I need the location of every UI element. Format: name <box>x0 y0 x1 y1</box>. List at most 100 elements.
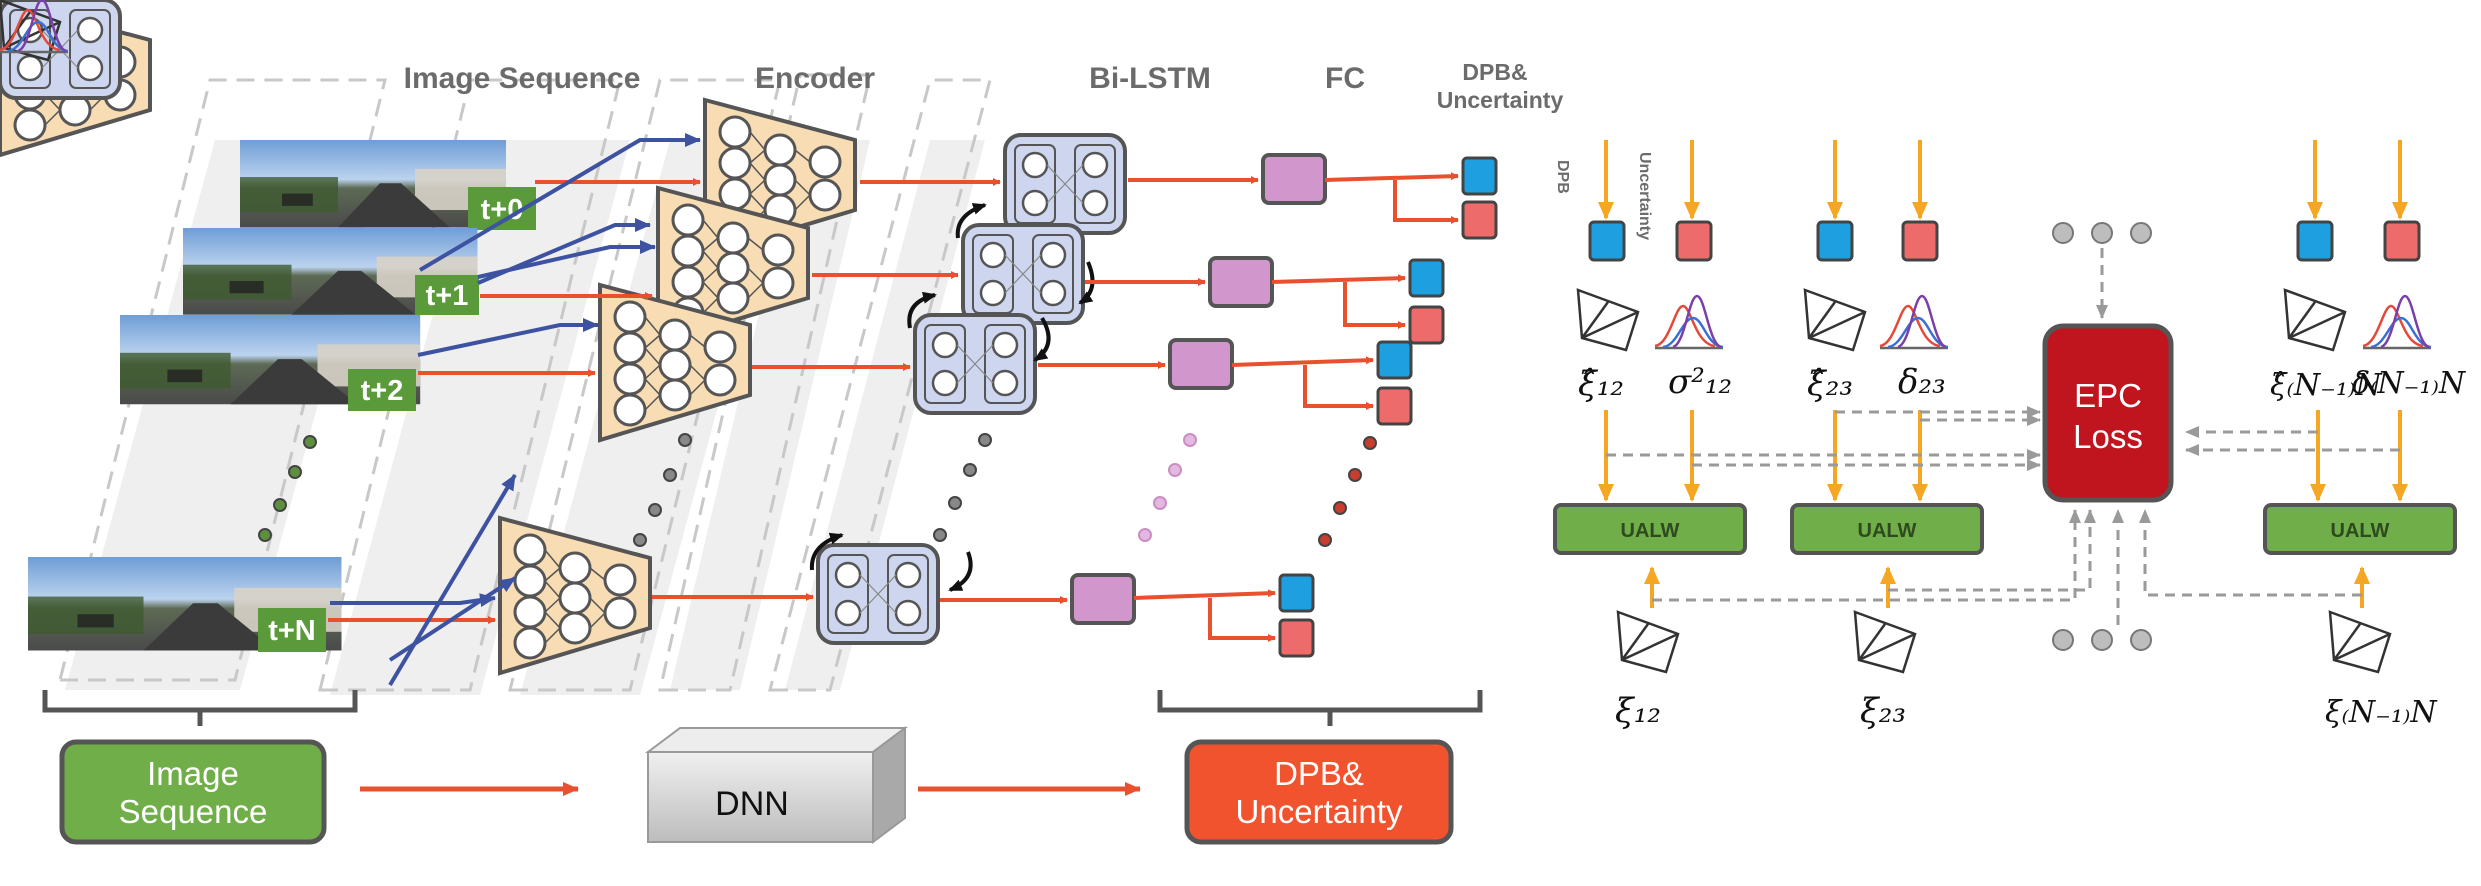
summary-output-line2: Uncertainty <box>1236 793 1403 830</box>
arrow-fc-unc-t0 <box>1393 180 1459 224</box>
frame-tag-t1: t+1 <box>426 280 469 312</box>
dpb-box-col2 <box>1816 220 1854 262</box>
lstm-t0 <box>1003 133 1127 235</box>
pose-icon-col2-pred <box>1803 288 1867 352</box>
unc-box-col3 <box>2383 220 2421 262</box>
frame-t0 <box>240 140 506 228</box>
ualw-label-col2: UALW <box>1858 520 1917 542</box>
pose-icon-col1-pred <box>1576 288 1640 352</box>
summary-output-line1: DPB& <box>1274 755 1364 792</box>
dpb-box-t2 <box>1376 340 1413 380</box>
unc-box-col1 <box>1675 220 1713 262</box>
bidir-arrows <box>809 203 1095 592</box>
arrow-fc-unc-t1 <box>1343 282 1406 329</box>
dash-arrow-col3-gt-epc <box>2139 509 2362 597</box>
ualw-label-col1: UALW <box>1621 520 1680 542</box>
unc-box-t0 <box>1461 200 1498 240</box>
header-encoder: Encoder <box>755 62 875 95</box>
frame-tag-bg <box>348 369 416 411</box>
dnn-block <box>645 726 908 844</box>
arrow-fc-unc-t2 <box>1303 365 1374 410</box>
ualw-box-col2 <box>1790 503 1984 555</box>
blue-arrow-t1c <box>477 218 651 285</box>
ellipsis-encoders <box>633 433 692 547</box>
summary-input-line2: Sequence <box>119 793 268 830</box>
dash-arrow-col1-gt-epc <box>1652 509 2081 602</box>
header-bilstm: Bi-LSTM <box>1089 62 1211 95</box>
lstm-t2 <box>913 313 1037 415</box>
fc-tN <box>1070 573 1136 625</box>
ellipsis-top <box>2052 222 2152 244</box>
brace-input <box>42 690 358 726</box>
label-sigma-12: σ²₁₂ <box>1668 362 1732 402</box>
arrow-fc-dpb-t1 <box>1271 274 1406 284</box>
epc-loss-box <box>2042 323 2174 503</box>
dpb-box-t0 <box>1461 156 1498 196</box>
arrow-fc-dpb-t0 <box>1324 172 1459 182</box>
unc-box-tN <box>1278 618 1315 658</box>
distribution-icon <box>0 0 69 54</box>
unc-box-col2 <box>1901 220 1939 262</box>
ualw-box-col1 <box>1553 503 1747 555</box>
blue-arrow-t2 <box>417 318 599 357</box>
ellipsis-dpb <box>1318 436 1377 547</box>
summary-output-box <box>1184 739 1454 845</box>
pose-icon-col3-pred <box>2283 288 2347 352</box>
dist-icon-col3 <box>2361 294 2433 350</box>
dnn-label: DNN <box>715 785 789 823</box>
blue-arrow-tN-b <box>388 473 517 687</box>
blue-arrow-tN-c <box>388 576 517 662</box>
label-xi-hat-23: ξ̂₂₃ <box>1807 364 1853 404</box>
summary-input-box <box>59 739 327 845</box>
pose-icon-col2-gt <box>1853 610 1917 674</box>
ellipsis-fc <box>1138 433 1197 542</box>
blue-arrow-t1 <box>418 133 701 272</box>
label-xi-12: ξ₁₂ <box>1615 691 1661 731</box>
brace-output <box>1157 690 1483 726</box>
label-uncertainty: Uncertainty <box>1636 152 1653 240</box>
header-fc: FC <box>1325 62 1365 95</box>
dpb-box-t1 <box>1408 258 1445 298</box>
arrow-fc-dpb-t2 <box>1231 356 1374 367</box>
label-xi-N: ξ₍N₋₁₎N <box>2325 695 2438 730</box>
frame-tag-tN: t+N <box>268 615 316 647</box>
dpb-box-col1 <box>1588 220 1626 262</box>
lstm-tN <box>816 543 940 645</box>
ellipsis-bottom <box>2052 629 2152 651</box>
pose-icon-col3-gt <box>2328 610 2392 674</box>
summary-input-line1: Image <box>147 755 239 792</box>
frame-tag-bg <box>415 275 479 315</box>
dpb-box-col3 <box>2296 220 2334 262</box>
arrow-fc-unc-tN <box>1208 598 1276 642</box>
ualw-label-col3: UALW <box>2331 520 2390 542</box>
header-dpb-line1: DPB& <box>1462 59 1527 85</box>
dpb-box-tN <box>1278 573 1315 613</box>
dash-arrow-col2-gt-epc <box>1888 509 2096 592</box>
frame-tag-bg <box>258 608 326 652</box>
label-delta-23: δ₂₃ <box>1898 362 1946 402</box>
unc-box-t1 <box>1408 305 1445 345</box>
label-delta-N: δ₍N₋₁₎N <box>2352 366 2467 401</box>
label-xi-23: ξ₂₃ <box>1860 691 1906 731</box>
label-dpb: DPB <box>1554 160 1571 194</box>
frame-tag-t2: t+2 <box>361 375 404 407</box>
fc-t1 <box>1208 256 1274 308</box>
ellipsis-frames <box>258 435 317 542</box>
header-image-sequence: Image Sequence <box>404 62 641 95</box>
ellipsis-lstm <box>933 433 992 542</box>
label-xi-hat-N: ξ̂₍N₋₁₎N <box>2270 368 2383 403</box>
arrow-fc-dpb-tN <box>1133 589 1276 600</box>
epc-loss-line2: Loss <box>2073 418 2143 455</box>
dist-icon-col2 <box>1878 294 1950 350</box>
lstm-t1 <box>961 223 1085 325</box>
label-xi-hat-12: ξ̂₁₂ <box>1578 364 1624 404</box>
blue-arrow-t1b <box>477 240 656 279</box>
fc-t0 <box>1261 153 1327 205</box>
epc-loss-line1: EPC <box>2074 377 2142 414</box>
header-dpb-line2: Uncertainty <box>1437 87 1564 113</box>
ualw-box-col3 <box>2263 503 2457 555</box>
unc-box-t2 <box>1376 386 1413 426</box>
pose-icon-col1-gt <box>1616 610 1680 674</box>
fc-t2 <box>1168 338 1234 390</box>
